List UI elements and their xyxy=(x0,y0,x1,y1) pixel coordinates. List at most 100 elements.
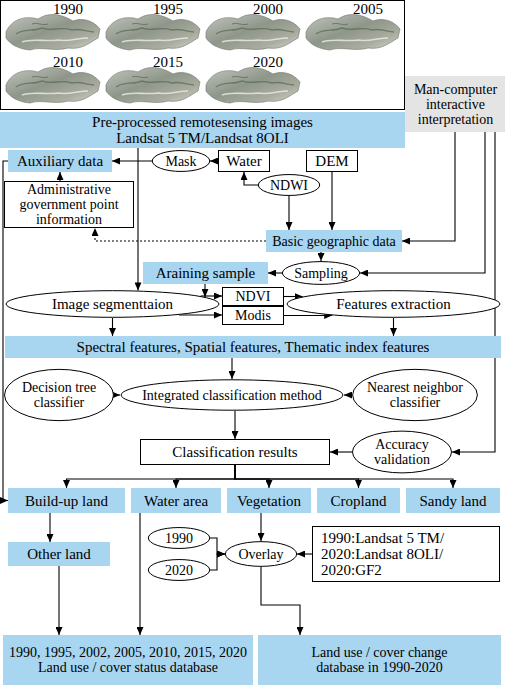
data-band: Vegetation xyxy=(227,488,311,513)
ellipse-node: Nearest neighbor classifier xyxy=(352,368,478,422)
satellite-thumbnail xyxy=(6,68,100,103)
flow-arrow xyxy=(58,566,59,635)
ellipse-shape xyxy=(148,528,209,549)
year-label: 1990 xyxy=(53,1,83,17)
year-label: 2005 xyxy=(353,1,383,17)
flow-arrow xyxy=(235,465,359,488)
node-label: Land use / cover change database in 1990… xyxy=(292,645,467,675)
data-band: 1990, 1995, 2002, 2005, 2010, 2015, 2020… xyxy=(3,635,253,685)
flow-arrow xyxy=(260,513,261,541)
flow-arrow xyxy=(179,314,222,315)
node-label: 2020 xyxy=(165,563,193,578)
flow-arrow xyxy=(234,411,235,439)
node-label: Administrative government point informat… xyxy=(5,182,133,227)
flow-arrow xyxy=(331,172,332,230)
node-label: Modis xyxy=(235,308,271,323)
node-label: NDVI xyxy=(236,289,271,304)
data-band: Build-up land xyxy=(8,488,125,513)
ellipse-shape xyxy=(121,380,343,410)
year-slot: 2000 xyxy=(253,1,283,17)
ellipse-shape xyxy=(152,151,209,172)
satellite-thumbnail xyxy=(206,15,300,50)
node-label: Other land xyxy=(27,546,91,562)
year-slot: 2015 xyxy=(153,54,183,70)
ellipse-node: NDWI xyxy=(258,174,320,196)
node-label: Cropland xyxy=(331,493,387,509)
flow-arrow xyxy=(330,451,352,452)
ellipse-shape xyxy=(287,291,500,318)
node-label: Spectral features, Spatial features, The… xyxy=(77,339,430,355)
node-label: Pre-processed remotesensing images Lands… xyxy=(78,114,328,146)
data-band: Sandy land xyxy=(406,488,500,513)
flow-arrow xyxy=(344,394,352,395)
ellipse-node: Image segmenttaion xyxy=(5,290,220,318)
satellite-thumbnail xyxy=(306,15,400,50)
satellite-thumbnail xyxy=(106,15,200,50)
flow-arrow xyxy=(112,160,152,161)
node-label: Image segmenttaion xyxy=(52,296,173,312)
year-label: 2000 xyxy=(253,1,283,17)
ellipse-node: Accuracy validation xyxy=(352,430,452,474)
year-label: 2010 xyxy=(53,54,83,70)
image-panel: 1990199520002005201020152020 xyxy=(0,0,405,110)
node-label: NDWI xyxy=(270,178,308,193)
node-label: Nearest neighbor classifier xyxy=(352,380,478,410)
node-label: Vegetation xyxy=(237,493,301,509)
ellipse-shape xyxy=(6,291,219,318)
flow-arrow xyxy=(114,394,120,395)
flow-arrow xyxy=(288,196,289,230)
ellipse-node: 1990 xyxy=(148,527,210,549)
satellite-thumbnail xyxy=(206,68,300,103)
data-band: Auxiliary data xyxy=(8,150,112,172)
ellipse-node: Sampling xyxy=(282,261,360,285)
node-label: Mask xyxy=(165,154,196,169)
satellite-thumbnail xyxy=(6,15,100,50)
ellipse-shape xyxy=(225,542,296,567)
process-box: 1990:Landsat 5 TM/ 2020:Landsat 8OLI/ 20… xyxy=(312,526,500,582)
data-band: Araining sample xyxy=(143,262,268,284)
flow-arrow xyxy=(67,465,236,488)
node-label: Basic geographic data xyxy=(272,234,396,249)
node-label: Water xyxy=(226,153,261,169)
ellipse-node: Integrated classification method xyxy=(120,379,344,411)
node-label: Water area xyxy=(144,493,208,509)
flow-arrow xyxy=(244,172,258,185)
node-label: Accuracy validation xyxy=(352,437,452,467)
flow-arrow xyxy=(268,272,282,273)
flow-arrow xyxy=(59,172,60,181)
flow-arrow xyxy=(402,132,455,241)
node-label: Araining sample xyxy=(156,265,256,281)
flow-arrow xyxy=(204,284,205,297)
node-label: 1990:Landsat 5 TM/ 2020:Landsat 8OLI/ 20… xyxy=(321,530,457,578)
flow-arrow xyxy=(95,228,266,241)
flow-arrow xyxy=(297,553,312,554)
process-box: Modis xyxy=(222,306,284,325)
data-band: Basic geographic data xyxy=(266,230,402,252)
flow-arrow xyxy=(210,538,225,554)
flow-arrow xyxy=(112,318,113,336)
data-band: Pre-processed remotesensing images Lands… xyxy=(0,112,405,148)
data-band: Water area xyxy=(131,488,221,513)
ellipse-node: Mask xyxy=(152,150,210,172)
node-label: DEM xyxy=(315,153,348,169)
process-box: NDVI xyxy=(222,287,284,306)
process-box: Administrative government point informat… xyxy=(4,181,134,228)
data-band: Land use / cover change database in 1990… xyxy=(258,635,501,685)
flow-arrow xyxy=(235,465,269,488)
node-label: Overlay xyxy=(238,547,283,562)
node-label: Auxiliary data xyxy=(17,153,103,169)
data-band: Cropland xyxy=(317,488,400,513)
year-slot: 1990 xyxy=(53,1,83,17)
process-box: Water xyxy=(218,150,270,172)
flow-arrow xyxy=(320,252,321,261)
ellipse-shape xyxy=(353,431,452,473)
ellipse-shape xyxy=(282,262,359,285)
satellite-thumbnail xyxy=(106,68,200,103)
ellipse-shape xyxy=(258,175,319,196)
ellipse-node: 2020 xyxy=(148,559,210,581)
process-box: Classification results xyxy=(140,439,330,465)
ellipse-node: Overlay xyxy=(225,541,297,567)
flow-arrow xyxy=(137,148,138,290)
